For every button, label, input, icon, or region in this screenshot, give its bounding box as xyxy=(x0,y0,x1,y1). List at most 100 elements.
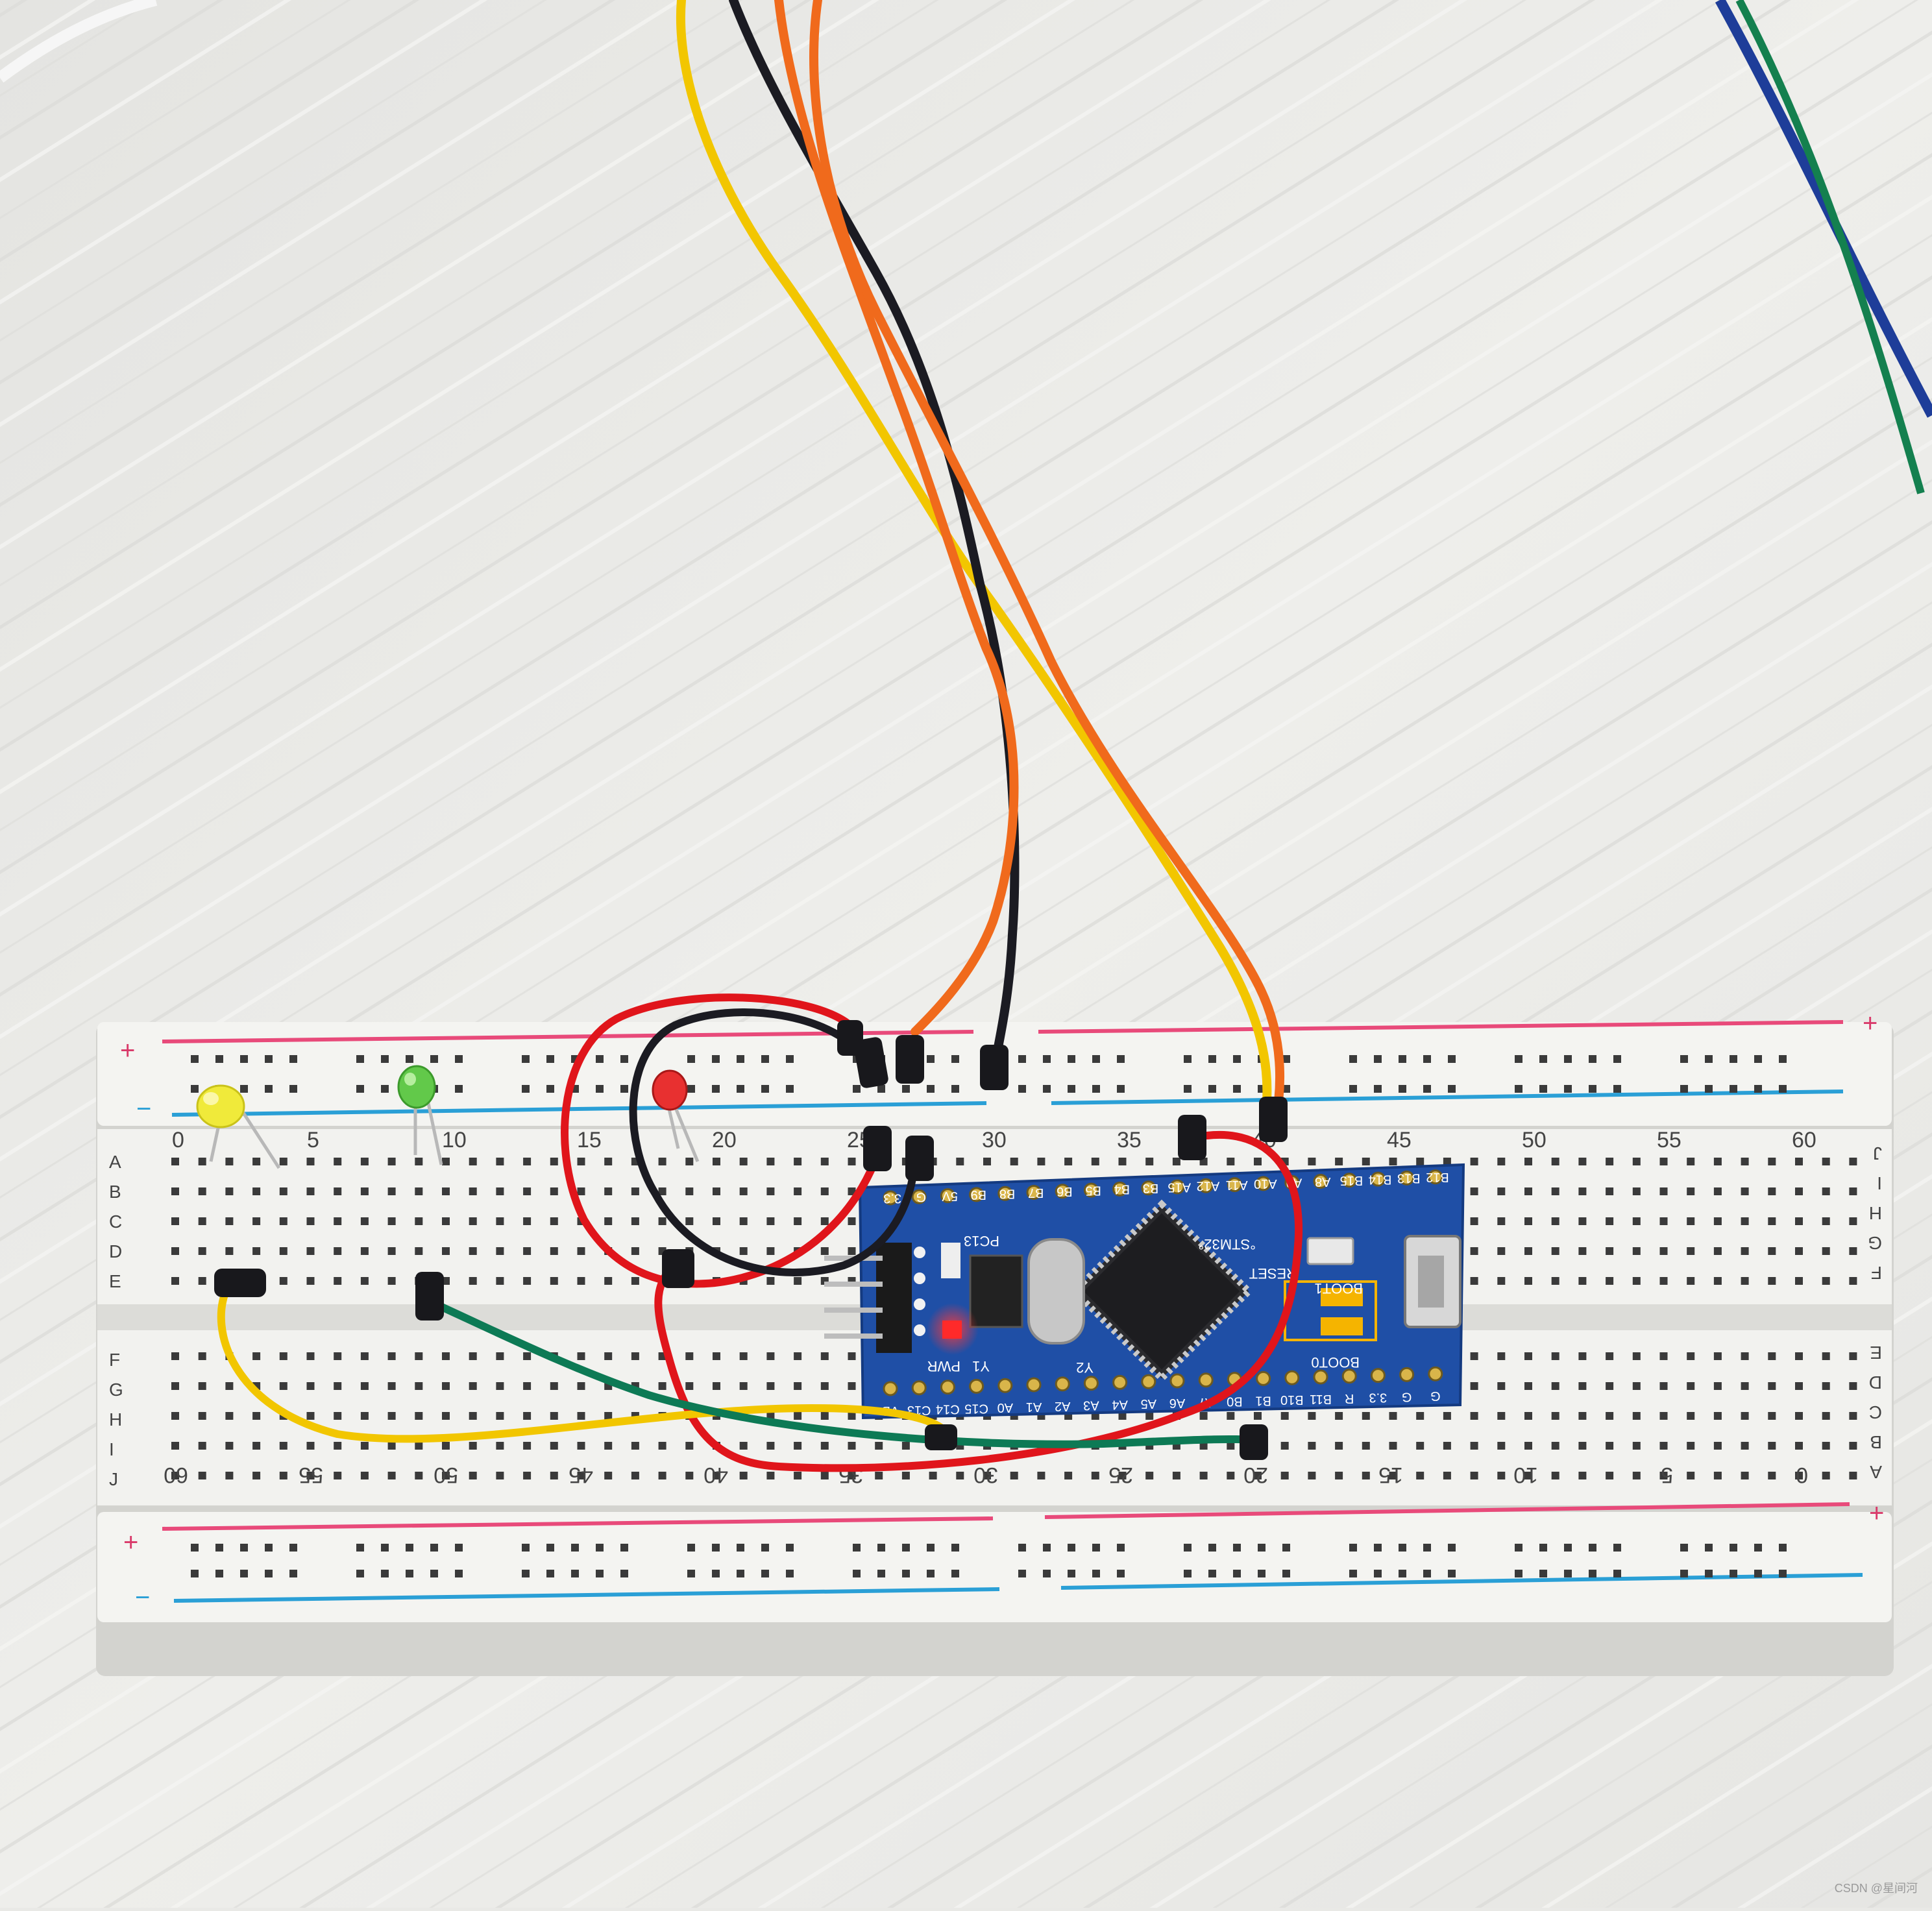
hole xyxy=(306,1442,315,1450)
hole xyxy=(1606,1277,1614,1285)
board-pin xyxy=(997,1378,1013,1393)
hole xyxy=(1172,1472,1180,1479)
rail-hole xyxy=(1589,1085,1596,1093)
hole xyxy=(1578,1158,1587,1165)
hole xyxy=(550,1442,558,1450)
pin-label: B12 xyxy=(1426,1170,1449,1184)
hole xyxy=(523,1412,532,1420)
hole xyxy=(685,1352,694,1360)
rail-hole xyxy=(761,1570,769,1577)
hole xyxy=(1470,1158,1478,1165)
hole xyxy=(631,1187,639,1195)
rail-hole xyxy=(381,1085,389,1093)
rail-hole xyxy=(240,1085,248,1093)
hole xyxy=(604,1472,613,1479)
hole xyxy=(1768,1247,1776,1255)
hole xyxy=(766,1247,775,1255)
board-pin xyxy=(969,1378,984,1394)
hole xyxy=(1741,1247,1749,1255)
hole xyxy=(766,1158,775,1165)
hole xyxy=(469,1442,477,1450)
top-rail-minus-left: − xyxy=(136,1095,151,1123)
hole xyxy=(1416,1158,1425,1165)
row-letter: G xyxy=(109,1380,123,1400)
hole xyxy=(1497,1158,1506,1165)
board-pin-row-bottom xyxy=(883,1366,1443,1396)
hole xyxy=(1659,1277,1668,1285)
hole xyxy=(1741,1187,1749,1195)
row-letter: D xyxy=(1869,1372,1882,1393)
hole xyxy=(1389,1412,1397,1420)
hole xyxy=(360,1277,369,1285)
hole xyxy=(415,1352,423,1360)
pin-label: B0 xyxy=(1227,1394,1242,1409)
rail-hole xyxy=(1539,1055,1547,1063)
column-number: 60 xyxy=(164,1463,188,1487)
boot0-jumper[interactable] xyxy=(1321,1317,1363,1335)
hole xyxy=(1145,1158,1154,1165)
pin-label: 3.3 xyxy=(883,1191,901,1205)
hole xyxy=(1064,1158,1073,1165)
hole xyxy=(1389,1442,1397,1450)
hole xyxy=(523,1352,532,1360)
row-letter: A xyxy=(1870,1462,1882,1482)
hole xyxy=(1632,1442,1641,1450)
board-pin xyxy=(1083,1376,1099,1391)
hole xyxy=(983,1472,991,1479)
rail-hole xyxy=(1448,1570,1456,1577)
rail-hole xyxy=(1092,1055,1100,1063)
hole xyxy=(713,1187,720,1195)
rail-hole xyxy=(737,1544,744,1552)
hole xyxy=(820,1187,829,1195)
rail-hole xyxy=(522,1055,530,1063)
silk-y1: Y1 xyxy=(972,1358,990,1374)
hole xyxy=(631,1442,639,1450)
rail-hole xyxy=(1117,1055,1125,1063)
hole xyxy=(171,1187,179,1195)
hole xyxy=(1606,1217,1614,1225)
rail-hole xyxy=(1117,1544,1125,1552)
hole xyxy=(848,1442,856,1450)
hole xyxy=(631,1217,639,1225)
reset-button[interactable] xyxy=(1306,1237,1354,1265)
rail-hole xyxy=(712,1544,720,1552)
rail-hole xyxy=(1564,1570,1572,1577)
hole xyxy=(1741,1472,1749,1479)
rail-hole xyxy=(406,1544,413,1552)
hole xyxy=(1470,1382,1478,1390)
hole xyxy=(1497,1412,1506,1420)
hole xyxy=(794,1412,802,1420)
row-letter: E xyxy=(1870,1343,1882,1363)
plug-left-1 xyxy=(214,1269,266,1297)
board-pin xyxy=(1341,1369,1357,1384)
hole xyxy=(1795,1472,1803,1479)
hole xyxy=(820,1247,829,1255)
hole xyxy=(1551,1187,1559,1195)
hole xyxy=(279,1442,287,1450)
hole xyxy=(1199,1412,1208,1420)
rail-hole xyxy=(687,1055,695,1063)
rail-hole xyxy=(571,1544,579,1552)
rail-hole xyxy=(687,1085,695,1093)
hole xyxy=(415,1187,423,1195)
hole xyxy=(1524,1158,1532,1165)
boot1-jumper[interactable] xyxy=(1321,1288,1363,1306)
rail-hole xyxy=(1564,1544,1572,1552)
column-number: 20 xyxy=(712,1128,737,1152)
hole xyxy=(442,1187,450,1195)
wire-orange-long-1 xyxy=(774,0,1019,1036)
rail-hole xyxy=(761,1055,769,1063)
hole xyxy=(1145,1472,1154,1479)
hole xyxy=(469,1247,477,1255)
hole xyxy=(171,1277,179,1285)
pin-label: A10 xyxy=(1254,1176,1277,1191)
hole xyxy=(929,1472,937,1479)
hole xyxy=(1524,1382,1532,1390)
wire-black-loop xyxy=(629,1008,919,1276)
board-pin xyxy=(1428,1169,1443,1185)
wire-orange-long-2 xyxy=(809,0,1285,1127)
rail-hole xyxy=(927,1570,935,1577)
hole xyxy=(577,1247,585,1255)
hole xyxy=(415,1382,423,1390)
